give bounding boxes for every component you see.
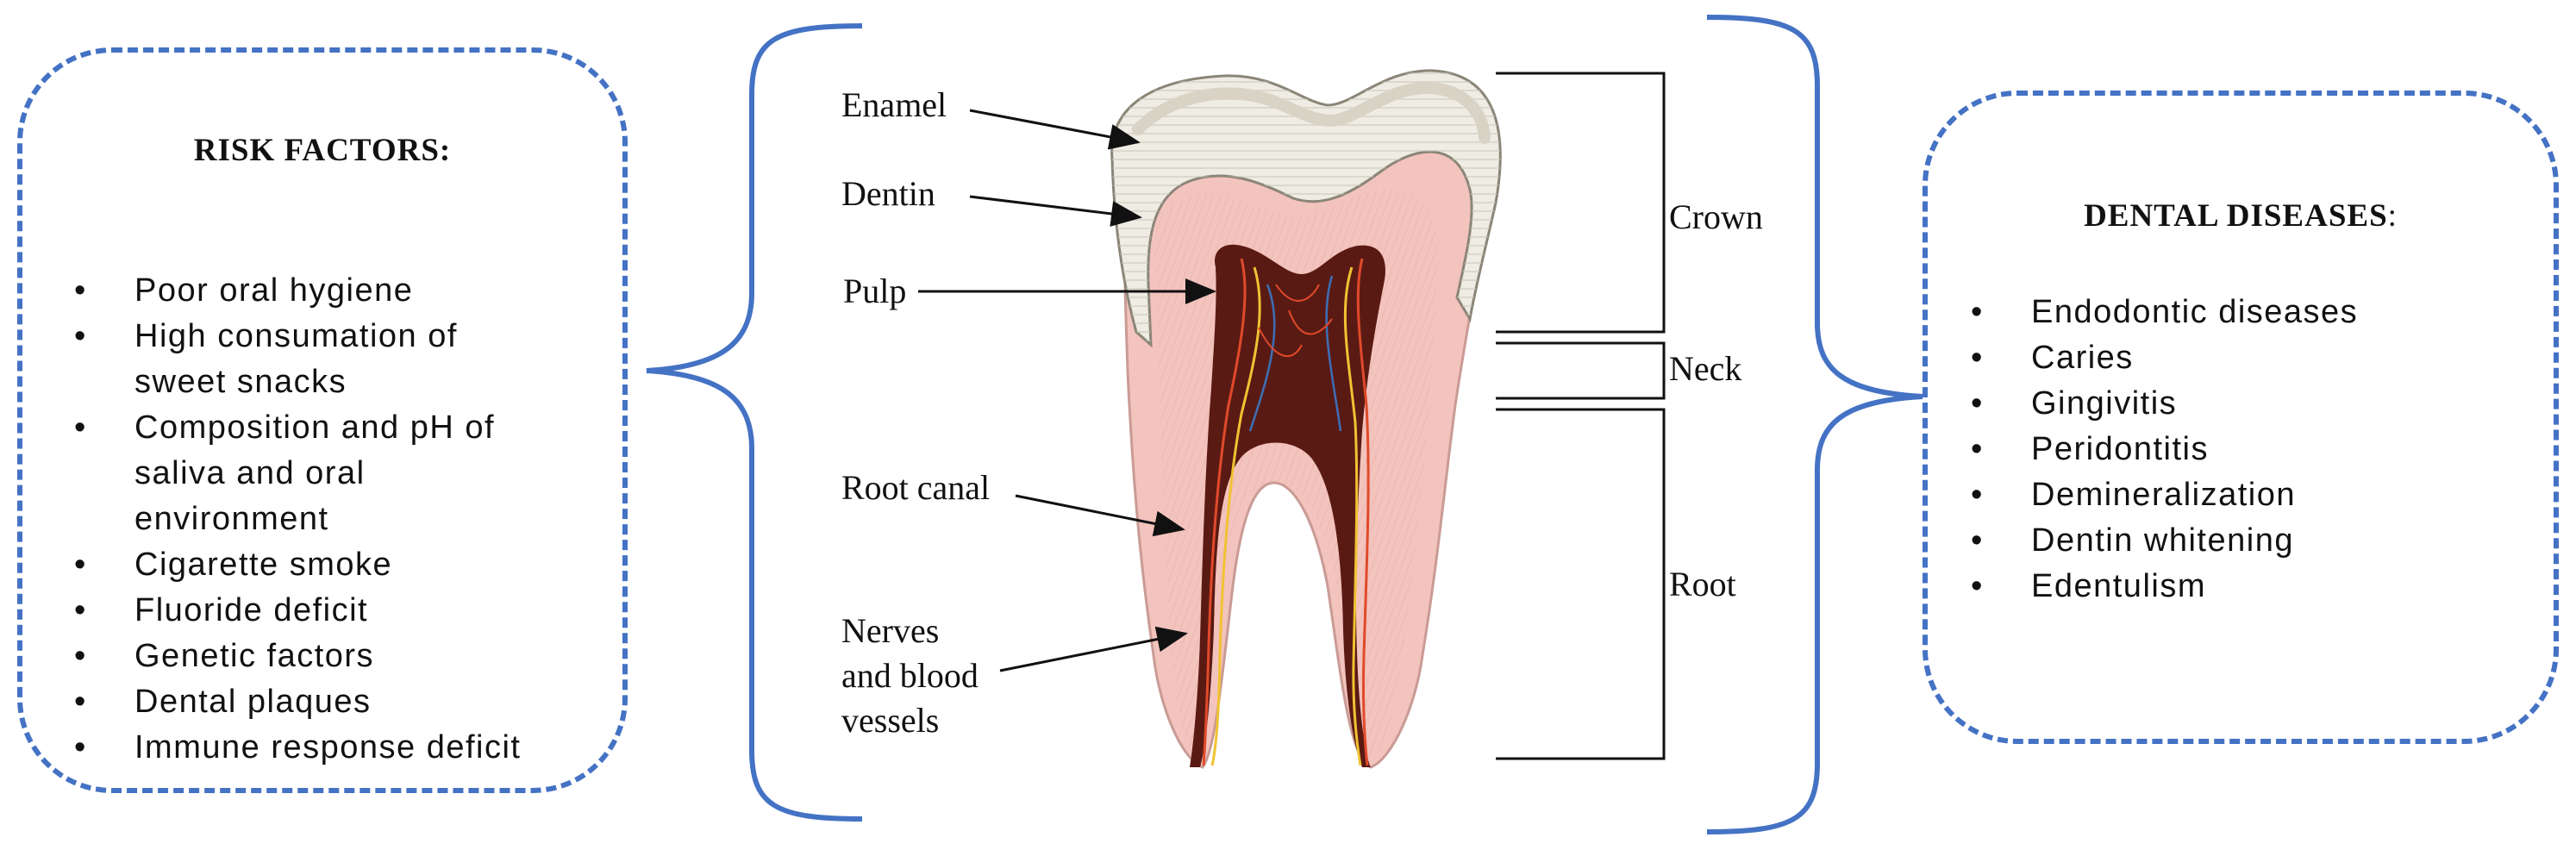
bullet-icon: •	[74, 638, 87, 674]
risk-factor-item: • Dental plaques	[74, 679, 617, 725]
dental-diseases-list: • Endodontic diseases • Caries • Gingivitis • P…	[1971, 290, 2531, 609]
dental-disease-text: Gingivitis	[2031, 385, 2178, 422]
label-nerves-line-2: and blood	[841, 656, 979, 695]
dental-diseases-box: DENTAL DISEASES: • Endodontic diseases • Ca…	[1923, 91, 2559, 744]
risk-factor-line: saliva and oral	[134, 455, 366, 491]
nerve-red	[1202, 258, 1247, 766]
root-canal-arrow	[1015, 494, 1185, 537]
dental-disease-item: • Peridontitis	[1971, 427, 2531, 472]
right-brace	[1706, 15, 1923, 834]
nerve-yellow	[1210, 266, 1261, 766]
bullet-icon: •	[74, 592, 87, 628]
bullet-icon: •	[1971, 385, 1984, 422]
bullet-icon: •	[1971, 431, 1984, 467]
neck-bracket	[1496, 341, 1666, 400]
risk-factors-list: • Poor oral hygiene • High consumation of sw…	[74, 268, 617, 771]
risk-factor-item: • Immune response deficit	[74, 725, 617, 771]
root-bracket	[1496, 408, 1666, 760]
risk-factor-item: • Genetic factors	[74, 634, 617, 679]
nerve-blue-right	[1325, 275, 1342, 432]
label-enamel: Enamel	[841, 85, 947, 124]
label-crown: Crown	[1669, 197, 1763, 236]
bullet-icon: •	[74, 318, 87, 354]
dental-disease-item: • Edentulism	[1971, 564, 2531, 609]
dental-diseases-title-colon: :	[2387, 198, 2398, 234]
dental-disease-text: Dentin whitening	[2031, 522, 2294, 559]
bullet-icon: •	[74, 729, 87, 766]
bullet-icon: •	[74, 272, 87, 309]
left-brace	[646, 23, 863, 822]
dental-disease-item: • Gingivitis	[1971, 381, 2531, 427]
dental-disease-item: • Caries	[1971, 335, 2531, 381]
nerve-blue	[1248, 284, 1276, 432]
crown-top	[1132, 81, 1491, 144]
nerve-yellow-right	[1343, 266, 1362, 766]
label-pulp: Pulp	[843, 272, 907, 310]
bullet-icon: •	[1971, 294, 1984, 330]
enamel-arrow	[969, 109, 1141, 150]
nerve-branches	[1258, 284, 1333, 358]
bullet-icon: •	[1971, 522, 1984, 559]
crown-bracket	[1496, 72, 1666, 334]
risk-factor-line: sweet snacks	[134, 364, 347, 400]
risk-factor-line: Poor oral hygiene	[134, 272, 414, 309]
dental-disease-text: Demineralization	[2031, 477, 2297, 513]
risk-factor-line: Fluoride deficit	[134, 592, 369, 628]
risk-factor-item: • Poor oral hygiene	[74, 268, 617, 314]
dental-disease-item: • Endodontic diseases	[1971, 290, 2531, 335]
bullet-icon: •	[1971, 568, 1984, 604]
pulp-chamber	[1190, 244, 1385, 767]
bullet-icon: •	[74, 684, 87, 720]
dental-disease-text: Edentulism	[2031, 568, 2206, 604]
dental-diseases-title-text: DENTAL DISEASES	[2084, 198, 2388, 234]
dentin-arrow	[969, 195, 1142, 227]
risk-factor-line: High consumation of	[134, 318, 458, 354]
dental-disease-text: Caries	[2031, 340, 2134, 376]
risk-factor-line: Genetic factors	[134, 638, 375, 674]
dental-disease-item: • Demineralization	[1971, 472, 2531, 518]
label-root-canal: Root canal	[841, 468, 991, 507]
label-neck: Neck	[1669, 349, 1742, 388]
label-nerves-line-3: vessels	[841, 701, 940, 740]
risk-factor-item: • Cigarette smoke	[74, 542, 617, 588]
risk-factors-title: RISK FACTORS:	[193, 133, 452, 168]
risk-factor-line: environment	[134, 501, 329, 537]
risk-factor-line: Dental plaques	[134, 684, 372, 720]
risk-factor-item: • Fluoride deficit	[74, 588, 617, 634]
dental-diseases-title: DENTAL DISEASES:	[1928, 197, 2554, 234]
label-nerves-line-1: Nerves	[841, 611, 940, 650]
label-dentin: Dentin	[841, 174, 935, 213]
bullet-icon: •	[1971, 340, 1984, 376]
bullet-icon: •	[74, 547, 87, 583]
risk-factor-line: Composition and pH of	[134, 409, 496, 446]
nerve-red-right	[1356, 258, 1370, 766]
dental-disease-text: Endodontic diseases	[2031, 294, 2359, 330]
nerves-arrow	[999, 626, 1188, 672]
enamel-texture	[1111, 70, 1501, 345]
bullet-icon: •	[74, 409, 87, 446]
bullet-icon: •	[1971, 477, 1984, 513]
risk-factor-item: • Composition and pH of saliva and oral env…	[74, 405, 617, 542]
dental-disease-text: Peridontitis	[2031, 431, 2209, 467]
risk-factor-line: Immune response deficit	[134, 729, 522, 766]
risk-factors-box: RISK FACTORS: • Poor oral hygiene • High co…	[17, 47, 628, 793]
dental-disease-item: • Dentin whitening	[1971, 518, 2531, 564]
risk-factor-item: • High consumation of sweet snacks	[74, 314, 617, 405]
risk-factor-line: Cigarette smoke	[134, 547, 393, 583]
label-root: Root	[1669, 565, 1736, 603]
